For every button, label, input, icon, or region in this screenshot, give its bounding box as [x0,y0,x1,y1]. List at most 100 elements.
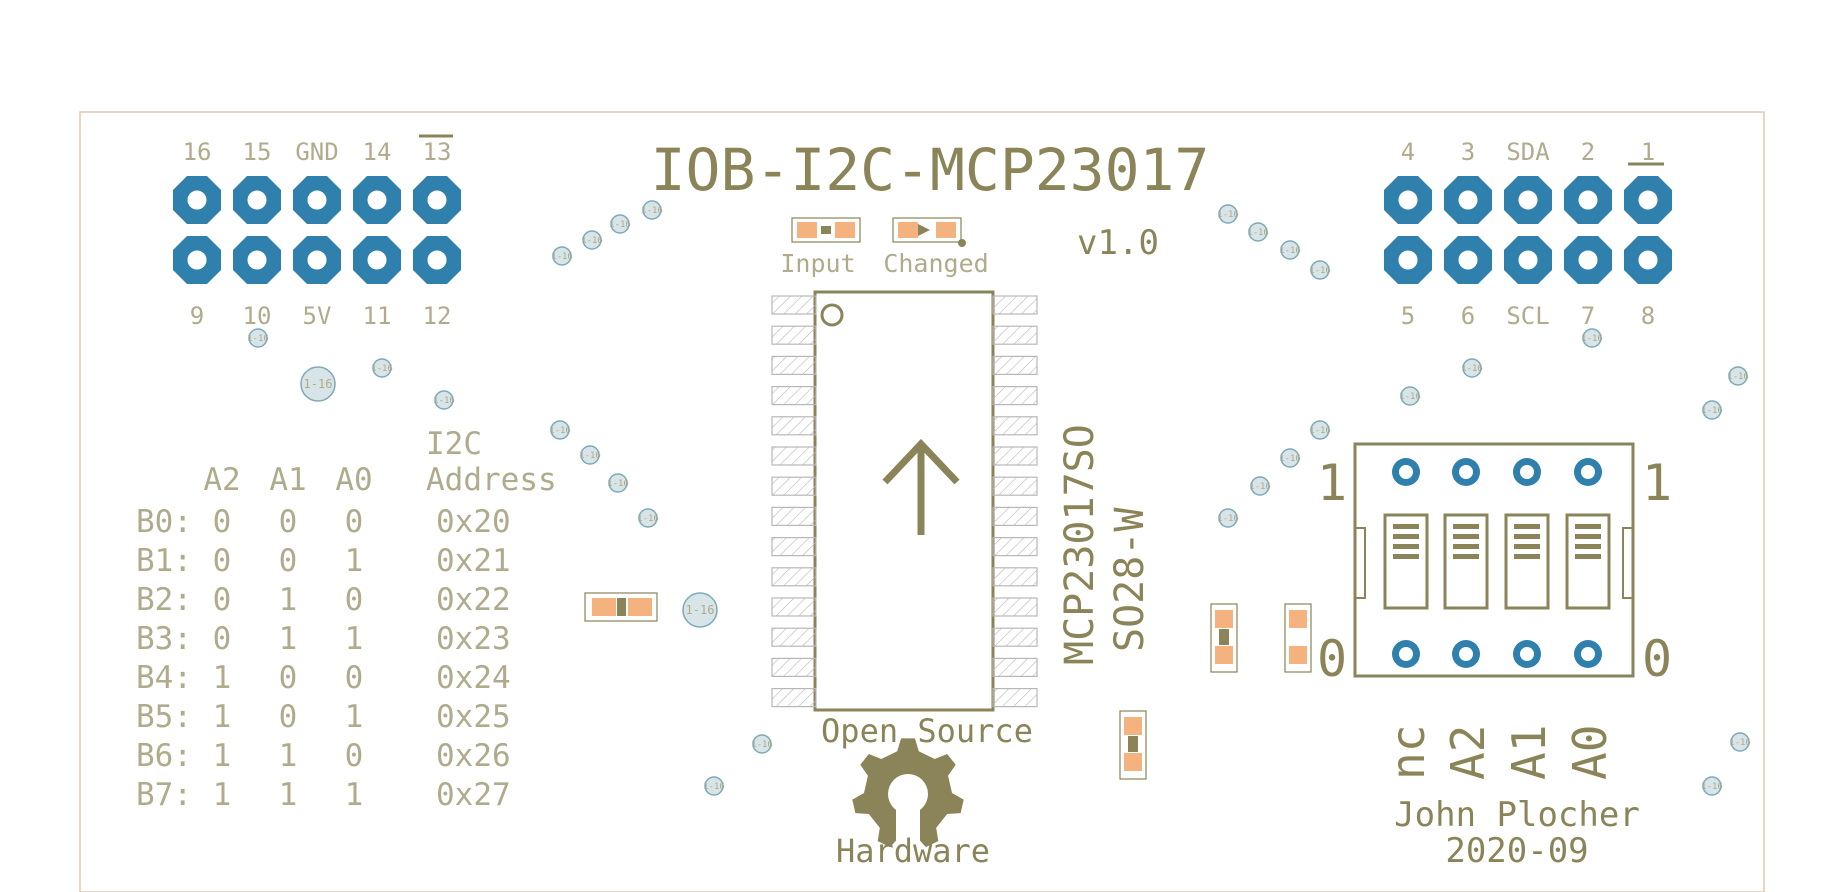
row-address: 0x22 [436,582,511,618]
resistor-r2 [1284,603,1312,673]
author-name: John Plocher [1394,795,1640,835]
header-left-pin [413,176,461,224]
chip-pad [992,446,1038,466]
column-a0: A0 [335,462,372,498]
board-outline [79,111,1765,892]
header-right-top-label: 3 [1461,138,1475,166]
resistor-r3 [1119,710,1147,780]
row-a2: 1 [213,777,232,813]
row-a2: 0 [213,621,232,657]
header-left-pin [353,236,401,284]
row-a0: 1 [345,543,364,579]
header-right-pin [1504,236,1552,284]
row-address: 0x23 [436,621,511,657]
header-left-bottom-label: 11 [363,302,392,330]
svg-text:1-16: 1-16 [609,220,631,230]
dip-switch-label: A2 [1441,725,1495,780]
row-label: B1: [136,543,192,579]
header-left-top-label: 14 [363,138,392,166]
header-right-bottom-label: 7 [1581,302,1595,330]
dip-right-top: 1 [1642,454,1672,512]
svg-text:1-16: 1-16 [1309,266,1331,276]
header-left-top-label: 16 [183,138,212,166]
svg-text:1-16: 1-16 [686,603,715,617]
svg-text:1-16: 1-16 [304,377,333,391]
row-address: 0x24 [436,660,511,696]
via: 1-16 [1217,204,1239,224]
via: 1-16 [637,508,659,528]
header-right-pin [1624,236,1672,284]
header-right-top-label: SDA [1506,138,1550,166]
via: 1-16 [1279,240,1301,260]
row-a0: 0 [345,660,364,696]
logo-top-text: Open Source [821,712,1033,750]
row-label: B4: [136,660,192,696]
led-input: Input [780,217,861,278]
via: 1-16 [549,420,571,440]
chip-pad [992,325,1038,345]
column-a2: A2 [203,462,240,498]
row-a0: 1 [345,621,364,657]
dip-switch-label: A0 [1563,725,1617,780]
row-a1: 0 [279,699,298,735]
svg-text:1-16: 1-16 [1727,372,1749,382]
via-large: 1-16 [300,366,336,402]
svg-text:1-16: 1-16 [549,426,571,436]
column-a1: A1 [269,462,306,498]
dip-switch-position [1504,458,1550,668]
chip-pad [992,416,1038,436]
vias: 1-16 1-16 1-16 1-16 1-16 1-16 1-16 1-16 1-16 1-16… [247,200,1751,796]
svg-text:1-16: 1-16 [641,206,663,216]
dip-left-bottom: 0 [1317,630,1347,688]
led-changed-label: Changed [883,249,988,278]
row-label: B6: [136,738,192,774]
chip-pad [992,627,1038,647]
capacitor-left [584,592,658,622]
board-title: IOB-I2C-MCP23017 [651,136,1210,204]
dip-switch-position [1443,458,1489,668]
header-left-pin [293,236,341,284]
chip-pad [771,597,817,617]
svg-text:1-16: 1-16 [637,514,659,524]
header-left-pin [173,236,221,284]
svg-text:1-16: 1-16 [1461,364,1483,374]
svg-text:1-16: 1-16 [1701,782,1723,792]
row-a0: 0 [345,504,364,540]
via: 1-16 [1729,732,1751,752]
header-left-bottom-label: 5V [303,302,332,330]
svg-text:1-16: 1-16 [371,364,393,374]
header-right-top-label: 4 [1401,138,1415,166]
resistor-r1 [1210,603,1238,673]
row-a1: 1 [279,582,298,618]
oshw-gear-icon [852,738,964,854]
chip-pad [992,687,1038,708]
via: 1-16 [551,246,573,266]
chip-pad [771,627,817,647]
svg-text:1-16: 1-16 [581,236,603,246]
header-right-bottom-label: SCL [1506,302,1549,330]
via: 1-16 [1309,420,1331,440]
row-a2: 1 [213,699,232,735]
via: 1-16 [1279,448,1301,468]
svg-text:1-16: 1-16 [551,252,573,262]
row-a0: 0 [345,582,364,618]
row-a1: 1 [279,738,298,774]
row-address: 0x20 [436,504,511,540]
via: 1-16 [1399,386,1421,406]
header-left-bottom-label: 10 [243,302,272,330]
via: 1-16 [371,358,393,378]
via: 1-16 [607,473,629,493]
via: 1-16 [1581,328,1603,348]
svg-text:1-16: 1-16 [1247,228,1269,238]
header-left-bottom-label: 9 [190,302,204,330]
via: 1-16 [1247,222,1269,242]
header-right-pin [1624,176,1672,224]
header-left-pin [233,176,281,224]
